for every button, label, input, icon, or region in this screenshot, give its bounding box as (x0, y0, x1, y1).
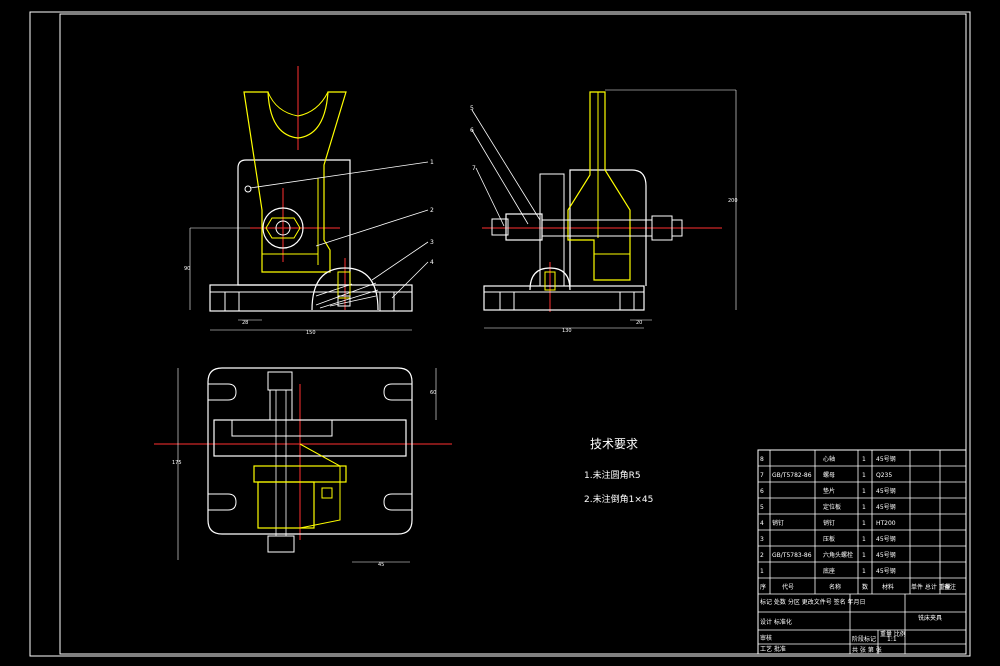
dim-side-width: 130 (562, 328, 572, 334)
bom-cell-material: 45号钢 (876, 455, 896, 463)
tech-req-title: 技术要求 (590, 437, 638, 451)
bom-cell-qty: 1 (862, 488, 866, 495)
bom-cell-material: 45号钢 (876, 567, 896, 575)
bom-cell-code: 销钉 (772, 519, 784, 527)
callout-5: 5 (470, 105, 474, 112)
bom-cell-no: 6 (760, 488, 764, 495)
bom-header-no: 序 (760, 583, 766, 591)
bom-cell-qty: 1 (862, 520, 866, 527)
dim-top-width: 45 (378, 562, 384, 568)
bom-header-qty: 数 (862, 583, 868, 591)
side-view: 5 6 7 200 130 20 (470, 89, 738, 334)
top-view: 175 60 45 (154, 367, 452, 568)
bom-cell-name: 底座 (823, 567, 835, 575)
tech-requirements: 技术要求 1.未注圆角R5 2.未注倒角1×45 (584, 437, 653, 505)
title-block-stage: 阶段标记 (852, 635, 876, 643)
dim-front-width: 150 (306, 330, 316, 336)
bom-cell-name: 六角头螺栓 (823, 551, 853, 559)
bom-cell-qty: 1 (862, 536, 866, 543)
bom-cell-no: 8 (760, 456, 764, 463)
bom-header-code: 代号 (782, 583, 794, 591)
callout-6: 6 (470, 127, 474, 134)
bom-cell-qty: 1 (862, 472, 866, 479)
bom-cell-material: 45号钢 (876, 503, 896, 511)
title-block-designer: 设计 标准化 (760, 618, 792, 626)
bom-cell-code: GB/T5782-86 (772, 472, 812, 479)
outer-frame (29, 11, 971, 657)
tech-req-item-2: 2.未注倒角1×45 (584, 493, 653, 505)
callout-7: 7 (472, 165, 476, 172)
bom-cell-no: 7 (760, 472, 764, 479)
title-block-scale: 1:1 (887, 636, 897, 643)
bom-cell-material: 45号钢 (876, 551, 896, 559)
dim-side-small: 20 (636, 320, 642, 326)
bom-header-note: 备注 (944, 583, 956, 591)
bom-header-material: 材料 (882, 583, 894, 591)
callout-4: 4 (430, 259, 434, 266)
title-block-sheets: 共 张 第 张 (852, 646, 882, 654)
bom-cell-qty: 1 (862, 504, 866, 511)
bom-cell-material: HT200 (876, 520, 896, 527)
bom-cell-qty: 1 (862, 552, 866, 559)
bom-cell-no: 5 (760, 504, 764, 511)
bom-cell-name: 定位板 (823, 503, 841, 511)
dim-front-height: 90 (184, 266, 190, 272)
dim-top-small: 60 (430, 390, 436, 396)
bom-header-weight: 单件 总计 重量 (911, 583, 951, 591)
dim-top-height: 175 (172, 460, 182, 466)
bom-cell-no: 4 (760, 520, 764, 527)
bom-cell-qty: 1 (862, 456, 866, 463)
bom-cell-code: GB/T5783-86 (772, 552, 812, 559)
bom-cell-name: 销钉 (823, 519, 835, 527)
bom-cell-no: 1 (760, 568, 764, 575)
bom-cell-material: 45号钢 (876, 535, 896, 543)
bom-cell-material: Q235 (876, 472, 892, 479)
bom-cell-no: 2 (760, 552, 764, 559)
bom-cell-name: 垫片 (823, 487, 835, 495)
tech-req-item-1: 1.未注圆角R5 (584, 469, 641, 481)
bom-cell-material: 45号钢 (876, 487, 896, 495)
dim-side-height: 200 (728, 198, 738, 204)
callout-3: 3 (430, 239, 434, 246)
inner-frame (59, 13, 967, 655)
title-block-weight-scale: 重量 比例 (880, 630, 906, 638)
title-block-labels: 标记 处数 分区 更改文件号 签名 年月日 (760, 598, 866, 606)
bom-cell-name: 心轴 (823, 455, 835, 463)
bom-cell-name: 压板 (823, 535, 835, 543)
bom-header-name: 名称 (829, 583, 841, 591)
title-block-review: 审核 (760, 634, 772, 642)
callout-2: 2 (430, 207, 434, 214)
dim-front-small: 28 (242, 320, 248, 326)
bom-cell-no: 3 (760, 536, 764, 543)
bom-cell-qty: 1 (862, 568, 866, 575)
title-block-name: 铣床夹具 (918, 614, 942, 622)
front-view: 1 2 3 4 90 150 28 (184, 66, 434, 336)
callout-1: 1 (430, 159, 434, 166)
title-block-process: 工艺 批准 (760, 645, 786, 653)
bom-cell-name: 螺母 (823, 471, 835, 479)
